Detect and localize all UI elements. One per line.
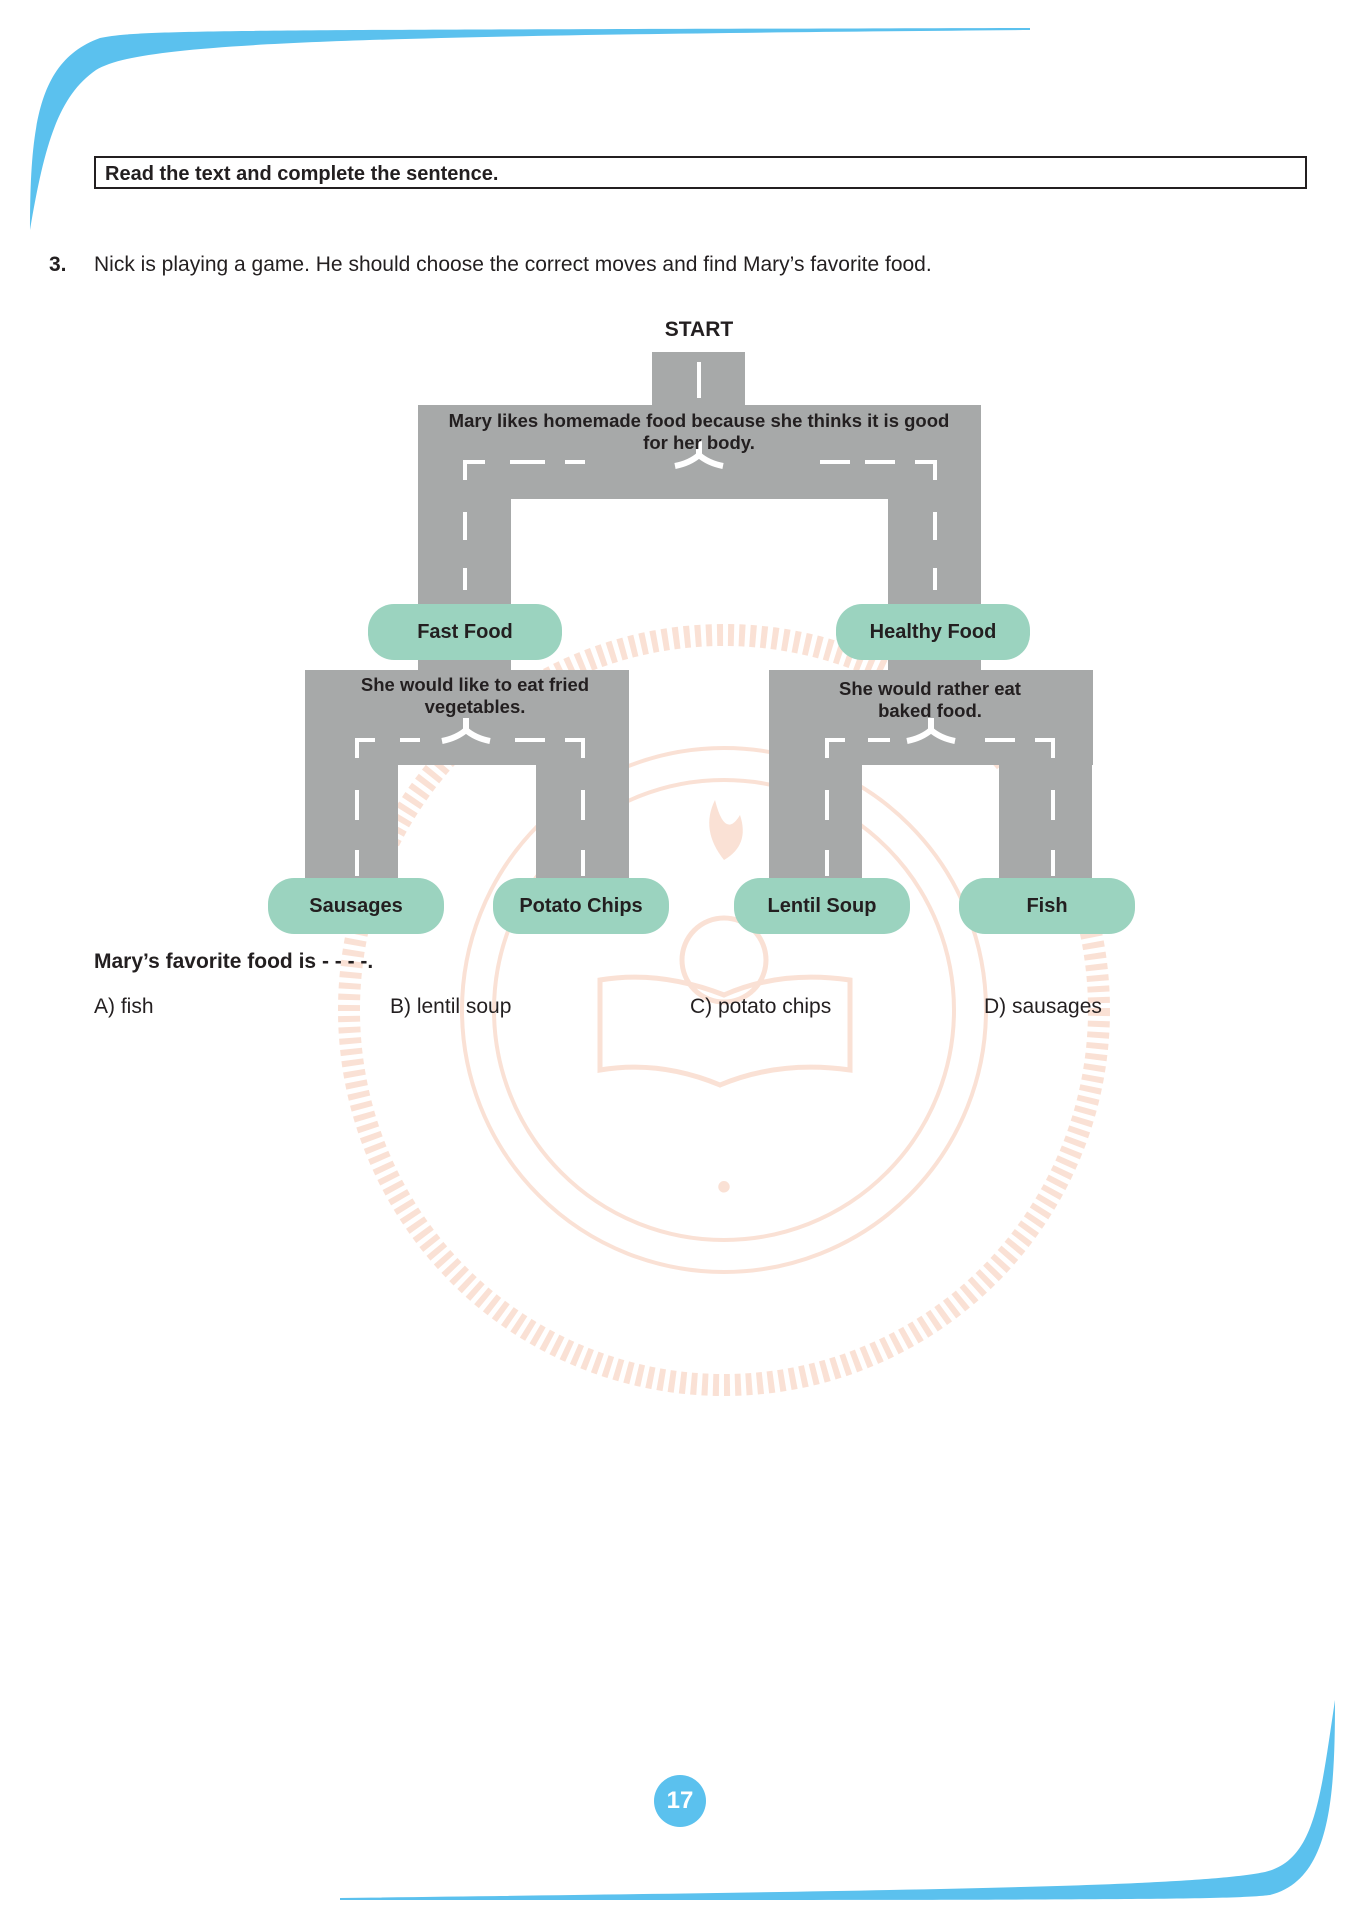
root-clue-text: Mary likes homemade food because she thi… (448, 410, 950, 453)
lane-markings (355, 362, 1055, 876)
instruction-text: Read the text and complete the sentence. (105, 163, 499, 185)
sausages-road (305, 765, 398, 885)
fork-arrow-icon (441, 718, 491, 744)
healthy-food-clue-text: She would rather eat baked food. (839, 678, 1021, 721)
choice-fish[interactable]: Fish (959, 878, 1135, 934)
question-text: Nick is playing a game. He should choose… (94, 253, 932, 276)
choice-fast-food[interactable]: Fast Food (368, 604, 562, 660)
question-number: 3. (49, 253, 67, 276)
top-left-swoosh (30, 28, 1030, 230)
roads (305, 352, 1093, 885)
fast-food-clue-text: She would like to eat fried vegetables. (360, 674, 590, 717)
choice-sausages[interactable]: Sausages (268, 878, 444, 934)
healthy-food-junction-road (769, 670, 1093, 765)
question-stem: Mary’s favorite food is - - - -. (94, 950, 374, 973)
fork-arrows (441, 440, 956, 744)
option-c[interactable]: C) potato chips (690, 995, 832, 1018)
instruction-box: Read the text and complete the sentence. (94, 156, 1307, 189)
bottom-right-swoosh (340, 1700, 1335, 1900)
option-d[interactable]: D) sausages (984, 995, 1102, 1018)
fork-arrow-icon (674, 440, 724, 469)
page-number-badge: 17 (654, 1775, 706, 1827)
choice-lentil-soup[interactable]: Lentil Soup (734, 878, 910, 934)
option-a[interactable]: A) fish (94, 995, 154, 1018)
choice-healthy-food[interactable]: Healthy Food (836, 604, 1030, 660)
svg-text:•: • (717, 1165, 731, 1209)
option-b[interactable]: B) lentil soup (390, 995, 512, 1018)
lentil-soup-road (769, 765, 862, 885)
fish-road (999, 765, 1092, 885)
choice-potato-chips[interactable]: Potato Chips (493, 878, 669, 934)
start-label: START (664, 318, 734, 341)
fork-arrow-icon (906, 718, 956, 744)
